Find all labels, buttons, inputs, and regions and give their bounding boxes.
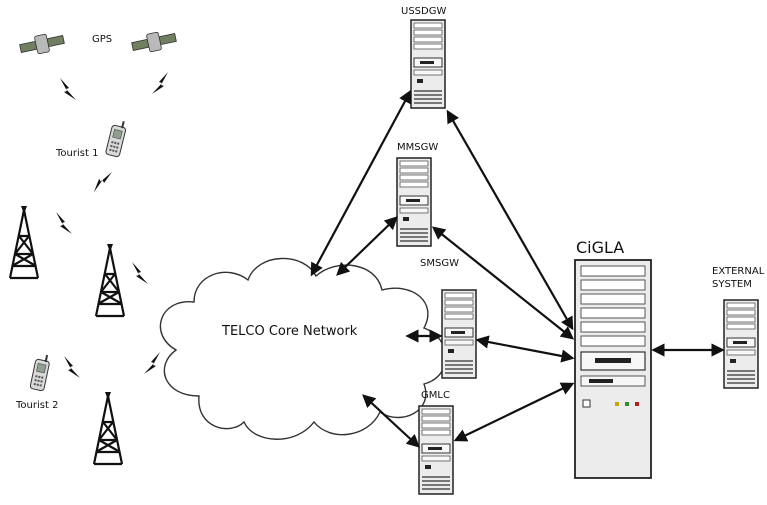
link-mmsgw-cigla [431, 226, 575, 340]
smsgw-label: SMSGW [420, 258, 459, 269]
server-cigla [574, 259, 652, 479]
lightning-signal-icon [152, 72, 168, 94]
cell-tower-icon [8, 204, 40, 280]
lightning-signal-icon [144, 352, 160, 374]
mobile-phone-icon [104, 118, 129, 158]
lightning-signal-icon [132, 262, 148, 284]
link-cloud-ussdgw [310, 89, 412, 277]
cigla-label: CiGLA [576, 238, 625, 257]
lightning-signal-icon [64, 356, 80, 378]
link-smsgw-cigla [475, 335, 575, 363]
core-network-label: TELCO Core Network [222, 324, 358, 339]
external-label-line1: EXTERNAL [712, 266, 765, 277]
lightning-signal-icon [56, 212, 72, 234]
connections [310, 89, 725, 448]
external-label-line2: SYSTEM [712, 279, 752, 290]
server-mmsgw [396, 157, 432, 247]
tourist1-label: Tourist 1 [56, 148, 99, 159]
gmlc-label: GMLC [421, 390, 450, 401]
gps-label: GPS [92, 34, 113, 45]
server-ussdgw [410, 19, 446, 109]
satellite-icon [19, 33, 65, 55]
cell-tower-icon [94, 242, 126, 318]
link-cloud-mmsgw [336, 216, 398, 276]
lightning-signal-icon [90, 172, 116, 193]
link-gmlc-cigla [453, 382, 575, 442]
mmsgw-label: MMSGW [397, 142, 439, 153]
ussdgw-label: USSDGW [401, 6, 447, 17]
server-smsgw [441, 289, 477, 379]
link-cloud-gmlc [362, 394, 420, 448]
cell-tower-icon [92, 390, 124, 466]
network-cloud-icon [159, 257, 447, 440]
server-gmlc [418, 405, 454, 495]
lightning-signal-icon [60, 78, 76, 100]
tourist2-label: Tourist 2 [16, 400, 59, 411]
server-external-system [723, 299, 759, 389]
satellite-icon [131, 31, 177, 53]
mobile-phone-icon [29, 352, 52, 392]
